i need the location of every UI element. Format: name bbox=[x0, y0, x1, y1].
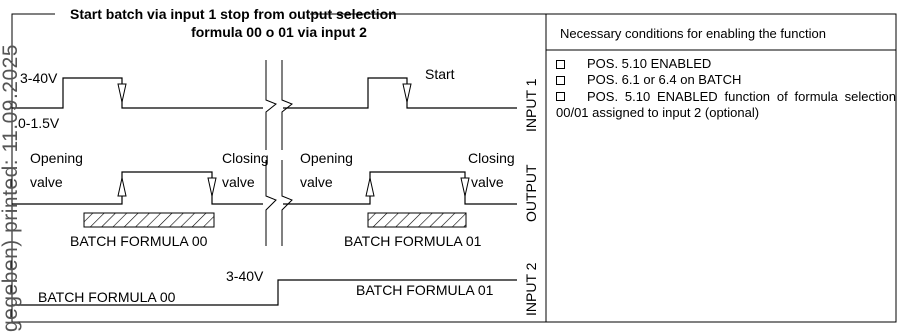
output-waveform bbox=[12, 171, 263, 205]
opening-valve-2-line2: valve bbox=[300, 174, 333, 190]
print-watermark: gegeben) printed: 11.09.2025 bbox=[0, 43, 22, 332]
closing-valve-2-line1: Closing bbox=[468, 150, 515, 166]
batch-formula-01-label: BATCH FORMULA 01 bbox=[344, 233, 482, 249]
opening-valve-2-line1: Opening bbox=[300, 150, 353, 166]
output-arrow-open-1 bbox=[117, 177, 127, 197]
input2-formula-00: BATCH FORMULA 00 bbox=[38, 289, 176, 305]
frame bbox=[11, 13, 897, 323]
opening-valve-1-line2: valve bbox=[30, 174, 63, 190]
batch-bar-00 bbox=[83, 212, 215, 228]
output-arrow-close-2 bbox=[460, 177, 470, 197]
output-arrow-open-2 bbox=[365, 177, 375, 197]
closing-valve-1-line1: Closing bbox=[222, 150, 269, 166]
batch-bar-01 bbox=[367, 212, 467, 228]
row-label-input1: INPUT 1 bbox=[523, 78, 539, 132]
input2-waveform bbox=[12, 279, 517, 306]
condition-text: POS. 6.1 or 6.4 on BATCH bbox=[587, 72, 742, 87]
condition-text: POS. 5.10 ENABLED bbox=[587, 56, 712, 71]
checkbox-icon bbox=[556, 76, 565, 85]
output-waveform-b bbox=[283, 171, 517, 205]
input1-arrow-1 bbox=[117, 83, 127, 103]
closing-valve-2-line2: valve bbox=[471, 174, 504, 190]
condition-item: POS. 5.10 ENABLED bbox=[556, 56, 896, 72]
opening-valve-1-line1: Opening bbox=[30, 150, 83, 166]
condition-text: POS. 5.10 ENABLED function of formula se… bbox=[556, 89, 896, 120]
break-symbol bbox=[265, 60, 293, 246]
batch-formula-00-label: BATCH FORMULA 00 bbox=[70, 233, 208, 249]
input1-low-level: 0-1.5V bbox=[18, 115, 60, 131]
checkbox-icon bbox=[556, 60, 565, 69]
diagram-title-line1: Start batch via input 1 stop from output… bbox=[70, 6, 397, 22]
panel-heading: Necessary conditions for enabling the fu… bbox=[560, 26, 826, 41]
input1-high-level: 3-40V bbox=[20, 70, 58, 86]
input1-waveform bbox=[12, 77, 263, 109]
output-arrow-close-1 bbox=[207, 177, 217, 197]
row-label-input2: INPUT 2 bbox=[523, 262, 539, 316]
row-label-output: OUTPUT bbox=[523, 164, 539, 222]
input1-start-label: Start bbox=[425, 66, 455, 82]
input1-waveform-b bbox=[283, 77, 517, 109]
input2-level: 3-40V bbox=[226, 268, 264, 284]
input1-arrow-2 bbox=[402, 83, 412, 103]
condition-item: POS. 6.1 or 6.4 on BATCH bbox=[556, 72, 896, 88]
condition-item: POS. 5.10 ENABLED function of formula se… bbox=[556, 88, 896, 121]
checkbox-icon bbox=[556, 92, 565, 101]
closing-valve-1-line2: valve bbox=[222, 174, 255, 190]
conditions-list: POS. 5.10 ENABLED POS. 6.1 or 6.4 on BAT… bbox=[556, 56, 896, 121]
input2-formula-01: BATCH FORMULA 01 bbox=[356, 282, 494, 298]
diagram-title-line2: formula 00 o 01 via input 2 bbox=[191, 24, 367, 40]
